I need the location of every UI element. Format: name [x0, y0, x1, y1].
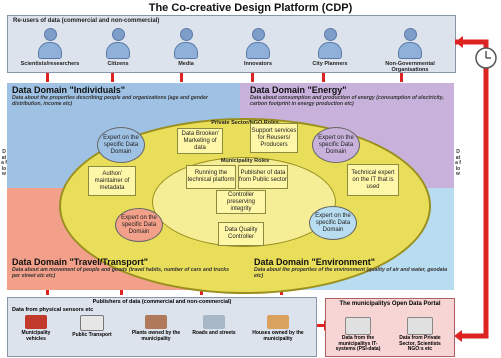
right-side-label: Data flow — [455, 149, 461, 177]
publishers-header: Publishers of data (commercial and non-c… — [92, 299, 232, 305]
page-title: The Co-creative Design Platform (CDP) — [148, 2, 353, 14]
feedback-loop-line — [455, 39, 489, 339]
domain-individuals: Data Domain "Individuals" Data about the… — [12, 85, 222, 107]
reusers-header: Re-users of data (commercial and non-com… — [13, 18, 160, 24]
publisher-vehicles: Municipality vehicles — [14, 315, 58, 342]
domain-environment: Data Domain "Environment" Data about the… — [254, 257, 450, 279]
support-services-box: Support services for Reusers/ Producers — [250, 123, 298, 153]
publisher-plants: Plants owned by the municipality — [130, 315, 182, 342]
portal-psi-data: Data from the municipalitys IT-systems (… — [330, 317, 386, 353]
publishers-sub: Data from physical sensors etc — [12, 307, 94, 313]
person-icon — [111, 28, 125, 41]
left-side-label: Data flow — [1, 149, 7, 177]
integrity-controller-box: Controller preserving integrity — [216, 190, 266, 214]
metadata-author-box: Author/ maintainer of metadata — [88, 166, 136, 196]
down-arrows — [46, 73, 403, 82]
domain-environment-title: Data Domain "Environment" — [254, 257, 376, 267]
data-broker-box: Data Brooker/ Marketing of data — [177, 128, 223, 154]
technical-platform-box: Running the technical platform — [186, 165, 236, 189]
domain-energy-desc: Data about consumption and production of… — [250, 95, 444, 107]
factory-icon — [145, 315, 167, 329]
domain-energy-title: Data Domain "Energy" — [250, 85, 347, 95]
reuser-media: Media — [156, 28, 216, 67]
reuser-ngo: Non-Governmental Organisations — [372, 28, 448, 73]
domain-travel-title: Data Domain "Travel/Transport" — [12, 257, 149, 267]
portal-private-data: Data from Private Sector, Scientists NGO… — [392, 317, 448, 353]
domain-individuals-title: Data Domain "Individuals" — [12, 85, 126, 95]
person-icon — [323, 28, 337, 41]
publisher-houses: Houses owned by the municipality — [248, 315, 308, 342]
publishers-panel: Publishers of data (commercial and non-c… — [7, 297, 317, 357]
domain-individuals-desc: Data about the properties describing peo… — [12, 95, 209, 107]
public-publisher-box: Publisher of data from Public sector — [238, 165, 288, 189]
loop-arrow-head — [455, 36, 463, 48]
reuser-scientists: Scientists/researchers — [20, 28, 80, 67]
person-icon — [251, 28, 265, 41]
quality-controller-box: Data Quality Controller — [218, 222, 264, 246]
municipality-roles-label: Municipality Roles — [220, 158, 270, 164]
clock-icon — [475, 47, 497, 69]
domain-energy: Data Domain "Energy" Data about consumpt… — [250, 85, 450, 107]
publisher-transport: Public Transport — [70, 315, 114, 339]
private-roles-label: Private Sector/NGO Roles — [211, 120, 279, 126]
person-icon — [43, 28, 57, 41]
reuser-innovators: Innovators — [228, 28, 288, 67]
domain-environment-desc: Data about the properties of the environ… — [254, 267, 448, 279]
road-icon — [203, 315, 225, 329]
bus-icon — [80, 315, 104, 331]
house-icon — [267, 315, 289, 329]
expert-travel: Expert on the specific Data Domain — [115, 208, 163, 242]
portal-header: The municipalitys Open Data Portal — [339, 301, 441, 307]
reusers-panel: Re-users of data (commercial and non-com… — [7, 15, 456, 73]
domain-travel-desc: Data about am movement of people and goo… — [12, 267, 230, 279]
publisher-roads: Roads and streets — [192, 315, 236, 337]
technical-expert-box: Technical expert on the IT that is used — [347, 164, 399, 196]
reuser-citizens: Citizens — [88, 28, 148, 67]
loop-arrow-tail — [454, 330, 462, 342]
server-icon — [407, 317, 433, 335]
person-icon — [403, 28, 417, 41]
reuser-city-planners: City Planners — [300, 28, 360, 67]
expert-energy: Expert on the specific Data Domain — [312, 127, 360, 163]
domain-travel: Data Domain "Travel/Transport" Data abou… — [12, 257, 232, 279]
person-icon — [179, 28, 193, 41]
expert-individuals: Expert on the specific Data Domain — [97, 127, 145, 163]
open-data-portal: The municipalitys Open Data Portal Data … — [325, 298, 455, 357]
portal-arrow — [315, 324, 324, 327]
expert-environment: Expert on the specific Data Domain — [309, 206, 357, 240]
car-icon — [25, 315, 47, 329]
server-icon — [345, 317, 371, 335]
